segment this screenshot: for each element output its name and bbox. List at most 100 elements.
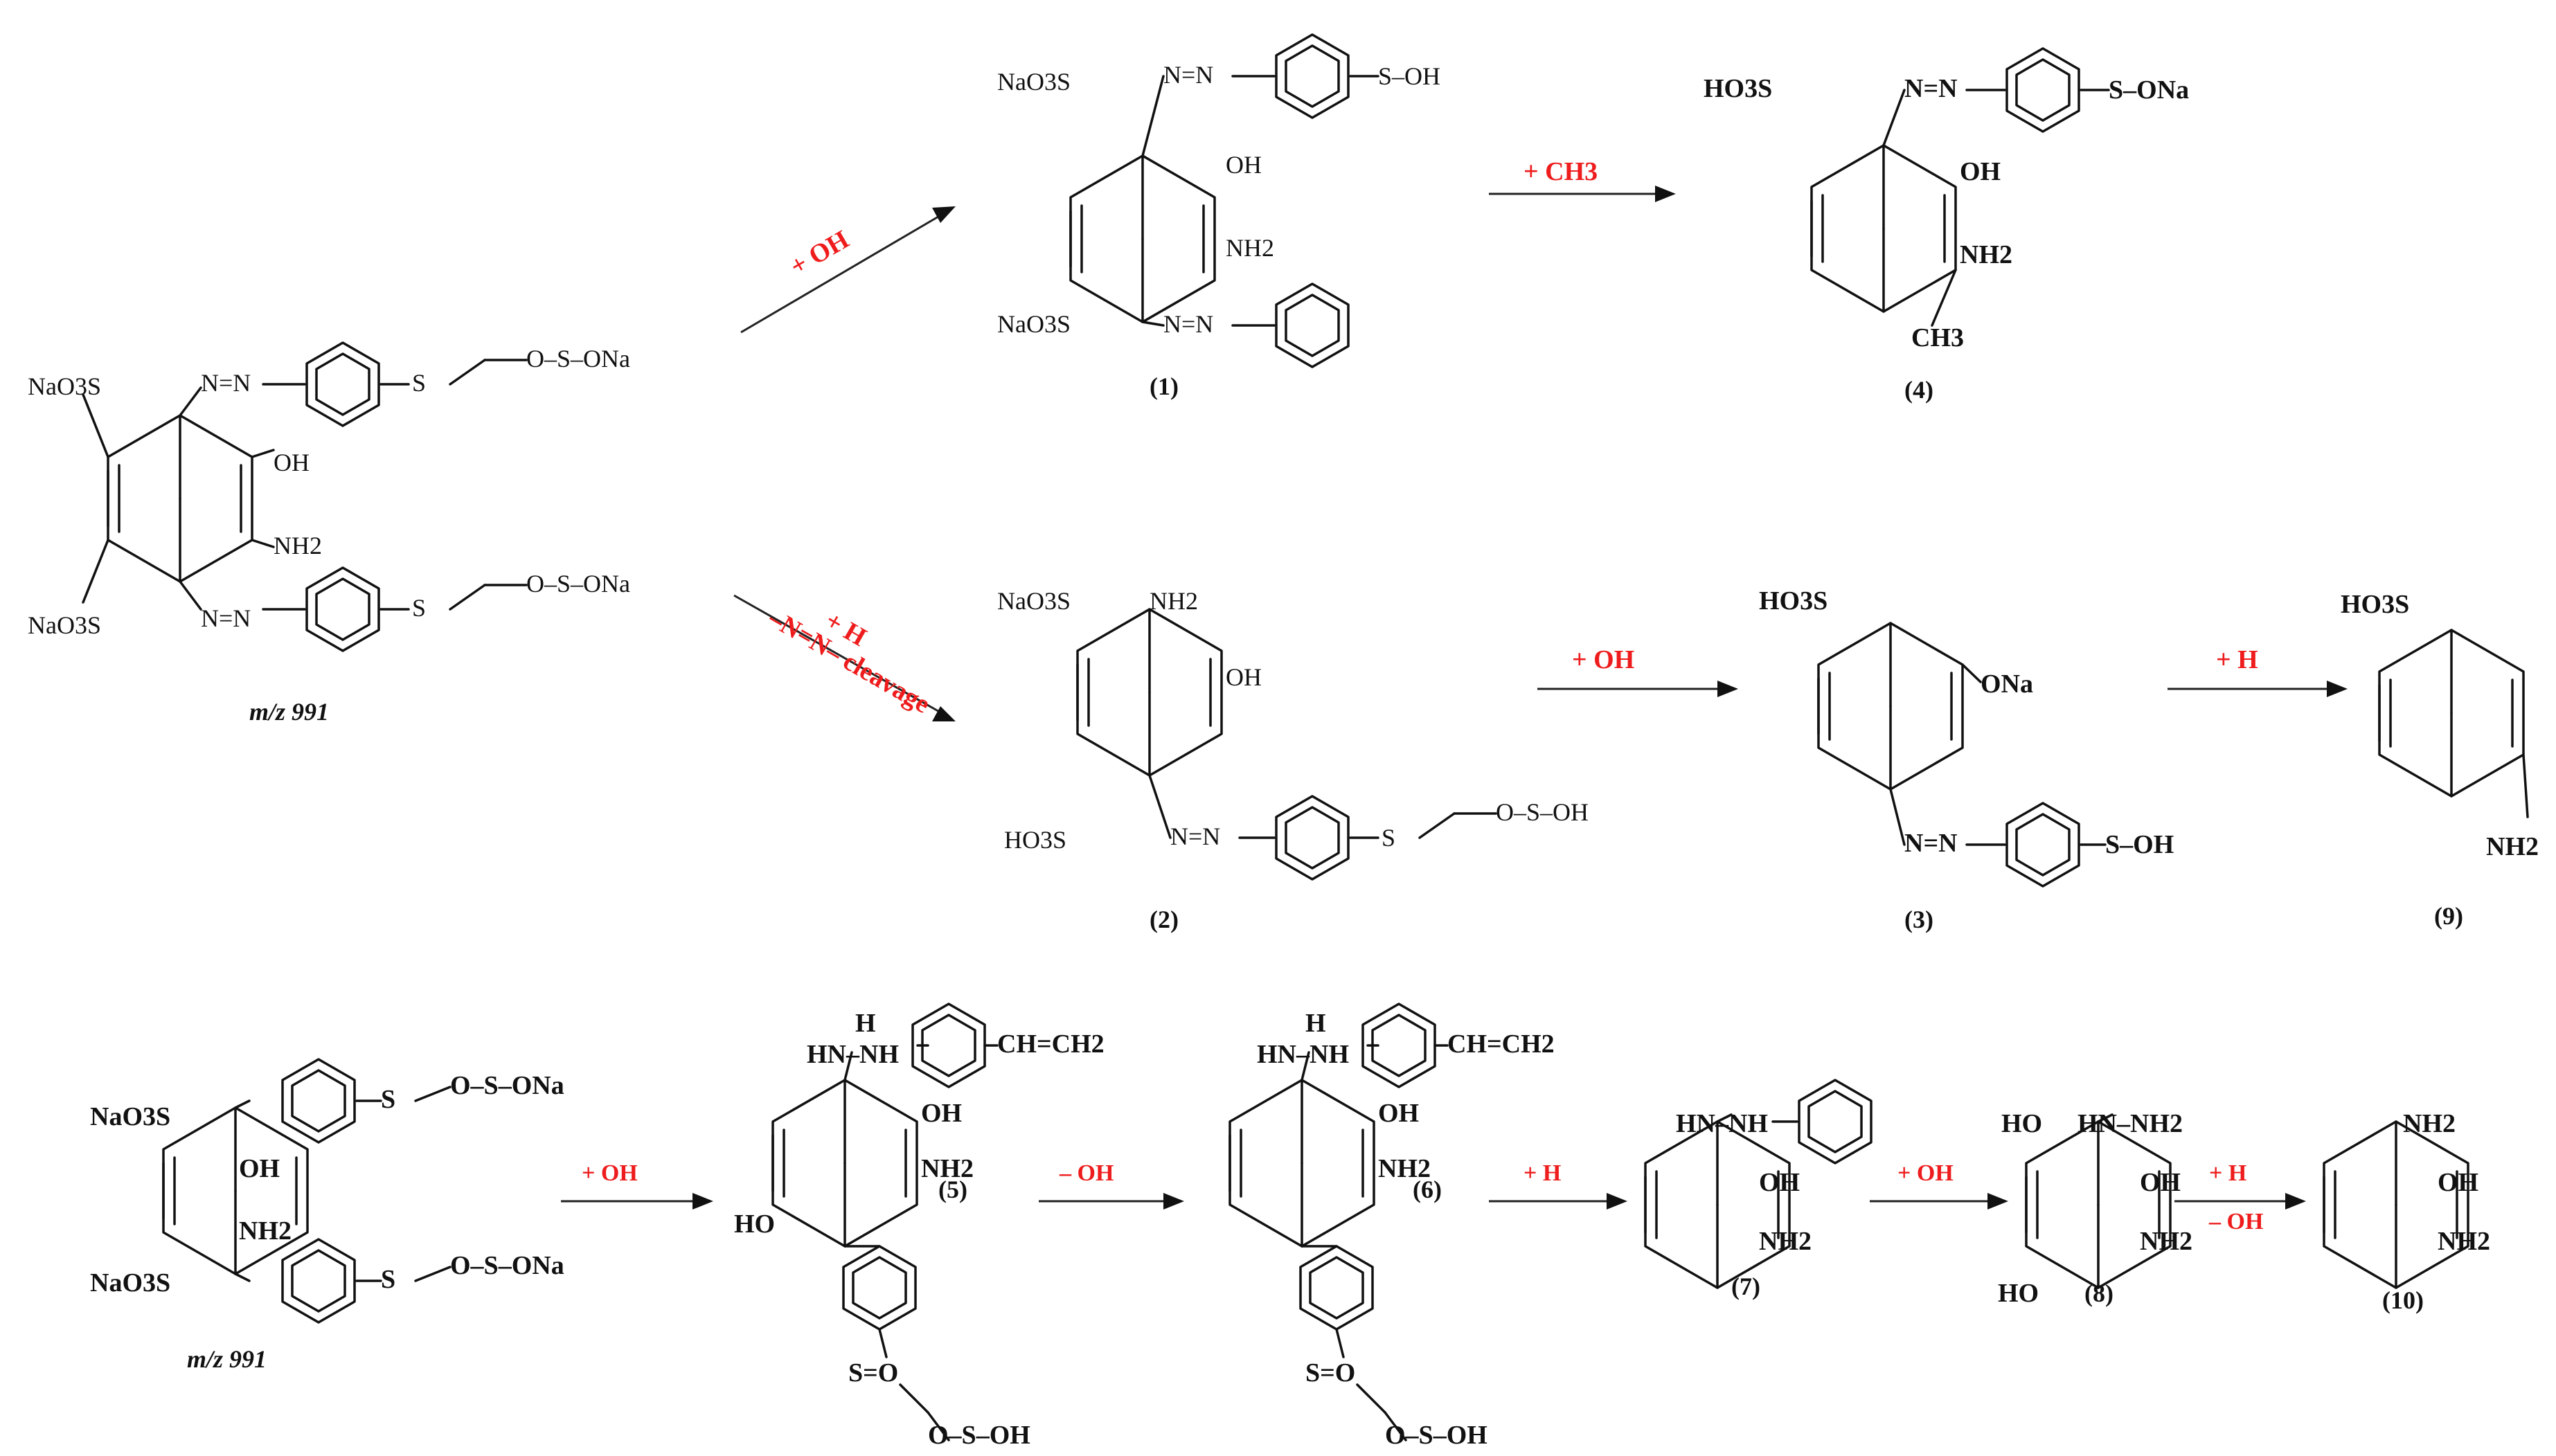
oh-label: OH	[2438, 1168, 2478, 1197]
azo-label: N=N	[1163, 61, 1213, 89]
hydrazo-label: HN–NH	[807, 1040, 899, 1069]
compound-7: HN–NH OH NH2 (7)	[1644, 1079, 1873, 1300]
oh-label: OH	[239, 1154, 280, 1183]
compound-10: NH2 OH NH2 (10)	[2323, 1109, 2490, 1314]
hydrazo-label: HN–NH	[1257, 1040, 1349, 1069]
sulfate-h-label: O–S–OH	[1496, 798, 1589, 826]
sulfone-s-label: S	[1382, 824, 1395, 852]
sulfate-na-label: O–S–ONa	[450, 1071, 564, 1100]
parent-compound-top: NaO3S NaO3S N=N N=N OH NH2 S S O–S–ONa O…	[28, 341, 630, 726]
oh-label: OH	[921, 1099, 962, 1128]
sulfate-na-label: O–S–ONa	[526, 570, 630, 597]
azo-label: N=N	[201, 604, 251, 632]
compound-9: HO3S NH2 (9)	[2341, 590, 2539, 930]
ho-label: HO	[734, 1210, 775, 1239]
sulfate-na-label: O–S–ONa	[450, 1251, 564, 1280]
reaction-label-10a: + H	[2209, 1160, 2246, 1186]
compound-6: HN–NH H CH=CH2 OH NH2 S=O O–S–OH (6)	[1228, 1003, 1555, 1450]
ho3s-label: HO3S	[1704, 74, 1772, 103]
arrow-to-2: + H –N=N– cleavage	[733, 594, 956, 721]
sulfonic-oh-label: S–OH	[2105, 830, 2174, 859]
compound-6-label: (6)	[1413, 1176, 1442, 1203]
parent-compound-bottom: NaO3S NaO3S OH NH2 S S O–S–ONa O–S–ONa m…	[90, 1058, 564, 1373]
oh-label: OH	[1378, 1099, 1419, 1128]
ho3s-label: HO3S	[2341, 590, 2409, 619]
sulfone-s-label: S	[381, 1265, 395, 1294]
compound-2: NaO3S NH2 OH HO3S N=N S O–S–OH (2)	[997, 587, 1589, 933]
nao3s-label: NaO3S	[90, 1102, 170, 1131]
ch3-label: CH3	[1911, 323, 1964, 352]
parent-mz-label: m/z 991	[249, 698, 329, 726]
sulfate-h-label: O–S–OH	[1385, 1421, 1487, 1450]
sulfone-s-label: S	[412, 594, 426, 622]
arrow-to-6: – OH	[1039, 1160, 1184, 1210]
vinyl-label: CH=CH2	[1447, 1030, 1555, 1059]
compound-3-label: (3)	[1904, 906, 1933, 933]
nh2-label: NH2	[1378, 1154, 1431, 1183]
reaction-label-10b: – OH	[2208, 1209, 2263, 1234]
oh-label: OH	[274, 449, 310, 476]
reaction-label-9: + H	[2216, 645, 2258, 674]
azo-label: N=N	[1904, 829, 1958, 858]
arrow-to-4: + CH3	[1489, 157, 1676, 202]
nh2-label: NH2	[239, 1216, 292, 1246]
sulfone-s-label: S	[412, 369, 426, 397]
sulfate-h-label: O–S–OH	[928, 1421, 1030, 1450]
arrow-to-10: + H – OH	[2174, 1160, 2306, 1234]
hydrazo2-label: HN–NH2	[2077, 1109, 2183, 1138]
ho-label: HO	[1998, 1279, 2039, 1308]
nao3s-label: NaO3S	[997, 68, 1071, 96]
compound-2-label: (2)	[1150, 906, 1179, 933]
nh2-label: NH2	[2140, 1227, 2192, 1256]
h-label: H	[1305, 1009, 1326, 1038]
compound-4: HO3S N=N OH NH2 CH3 S–ONa (4)	[1704, 47, 2189, 404]
sulfate-na-label: O–S–ONa	[526, 345, 630, 372]
compound-5-label: (5)	[938, 1176, 967, 1203]
arrow-to-7: + H	[1489, 1160, 1627, 1210]
compound-9-label: (9)	[2434, 902, 2463, 930]
reaction-label-5: + OH	[582, 1160, 638, 1186]
sulfonic-oh-label: S–OH	[1378, 62, 1440, 90]
nh2-label: NH2	[2438, 1227, 2490, 1256]
ho3s-label: HO3S	[1004, 826, 1066, 854]
so-label: S=O	[1305, 1358, 1355, 1387]
reaction-label-7: + H	[1523, 1160, 1561, 1186]
arrow-to-5: + OH	[561, 1160, 713, 1210]
nh2-label: NH2	[1150, 587, 1198, 615]
oh-label: OH	[1226, 663, 1262, 691]
nao3s-label: NaO3S	[90, 1268, 170, 1297]
nao3s-label: NaO3S	[997, 310, 1071, 338]
oh-label: OH	[1759, 1168, 1800, 1197]
ho3s-label: HO3S	[1759, 586, 1827, 615]
nao3s-label: NaO3S	[28, 372, 101, 400]
arrow-to-3: + OH	[1537, 645, 1738, 697]
compound-1: NaO3S NaO3S N=N N=N OH NH2 S–OH (1)	[997, 33, 1440, 400]
nh2-label: NH2	[2486, 832, 2539, 861]
sulfonate-na-label: S–ONa	[2109, 75, 2189, 105]
azo-label: N=N	[1904, 74, 1958, 103]
compound-4-label: (4)	[1904, 376, 1933, 404]
azo-label: N=N	[1163, 310, 1213, 338]
compound-8-label: (8)	[2084, 1279, 2113, 1307]
oh-label: OH	[1226, 151, 1262, 179]
compound-7-label: (7)	[1731, 1273, 1760, 1300]
arrow-to-9: + H	[2168, 645, 2348, 697]
oh-label: OH	[2140, 1168, 2181, 1197]
nh2-label: NH2	[1226, 234, 1274, 262]
so-label: S=O	[848, 1358, 898, 1387]
reaction-label-6: – OH	[1059, 1160, 1114, 1186]
hydrazo-label: HN–NH	[1676, 1109, 1768, 1138]
sulfone-s-label: S	[381, 1085, 395, 1114]
compound-3: HO3S ONa N=N S–OH (3)	[1759, 586, 2174, 933]
ho-label: HO	[2001, 1109, 2042, 1138]
compound-5: HN–NH H CH=CH2 OH NH2 HO S=O O–S–OH (5)	[734, 1003, 1105, 1450]
nh2-label: NH2	[921, 1154, 974, 1183]
azo-label: N=N	[201, 369, 251, 397]
arrow-to-1: + OH	[740, 206, 956, 334]
nao3s-label: NaO3S	[28, 611, 101, 639]
azo-label: N=N	[1170, 823, 1220, 850]
nh2-label: NH2	[1960, 240, 2012, 269]
reaction-label-4: + CH3	[1523, 157, 1598, 186]
nao3s-label: NaO3S	[997, 587, 1071, 615]
compound-1-label: (1)	[1150, 372, 1179, 400]
